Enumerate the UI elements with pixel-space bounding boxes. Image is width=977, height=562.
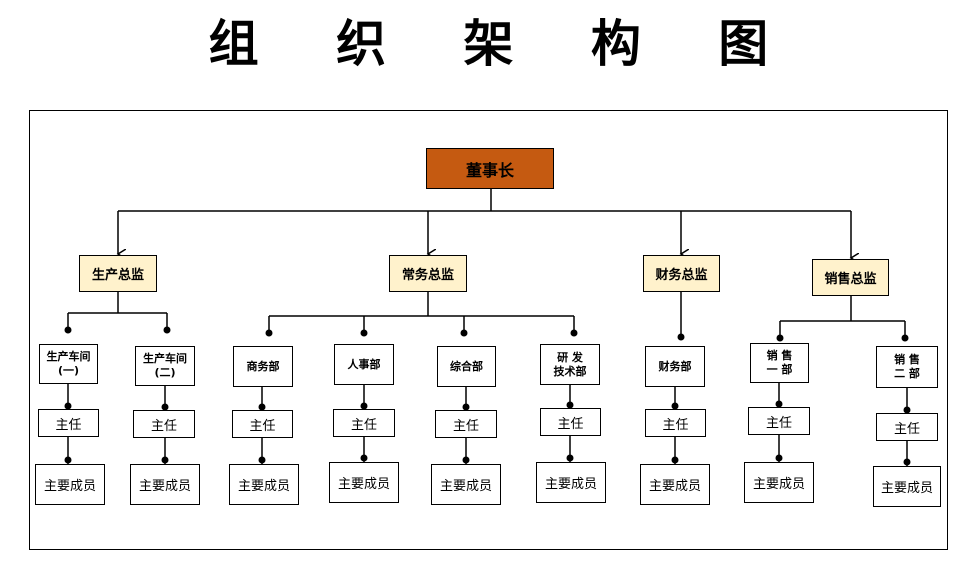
director-executive: 常务总监 xyxy=(389,255,467,292)
chief-finance: 主任 xyxy=(645,409,706,437)
members-finance: 主要成员 xyxy=(640,464,710,505)
dept-finance: 财务部 xyxy=(645,346,705,387)
dept-workshop-1: 生产车间 (一) xyxy=(39,344,98,384)
dept-general: 综合部 xyxy=(437,346,496,387)
members-workshop-1: 主要成员 xyxy=(35,464,105,505)
members-workshop-2: 主要成员 xyxy=(130,464,200,505)
chief-workshop-2: 主任 xyxy=(133,410,195,438)
dept-workshop-2: 生产车间 (二) xyxy=(135,346,195,386)
chief-commerce: 主任 xyxy=(232,410,293,438)
dept-sales-2: 销 售 二 部 xyxy=(876,346,938,388)
members-commerce: 主要成员 xyxy=(229,464,299,505)
chief-rnd: 主任 xyxy=(540,408,601,436)
dept-hr: 人事部 xyxy=(334,344,394,385)
page-title: 组 织 架 构 图 xyxy=(208,15,799,73)
chief-hr: 主任 xyxy=(333,409,395,437)
dept-rnd: 研 发 技术部 xyxy=(540,344,600,385)
chief-sales-1: 主任 xyxy=(748,407,810,435)
chief-general: 主任 xyxy=(435,410,497,438)
members-general: 主要成员 xyxy=(431,464,501,505)
dept-commerce: 商务部 xyxy=(233,346,293,387)
chief-workshop-1: 主任 xyxy=(38,409,99,437)
members-sales-2: 主要成员 xyxy=(873,466,941,507)
members-sales-1: 主要成员 xyxy=(744,462,814,503)
dept-sales-1: 销 售 一 部 xyxy=(750,343,809,383)
members-rnd: 主要成员 xyxy=(536,462,606,503)
director-production: 生产总监 xyxy=(79,255,157,292)
chart-frame xyxy=(29,110,948,550)
director-finance: 财务总监 xyxy=(643,255,720,292)
chief-sales-2: 主任 xyxy=(876,413,938,441)
members-hr: 主要成员 xyxy=(329,462,399,503)
chairman-node: 董事长 xyxy=(426,148,554,189)
director-sales: 销售总监 xyxy=(812,259,889,296)
